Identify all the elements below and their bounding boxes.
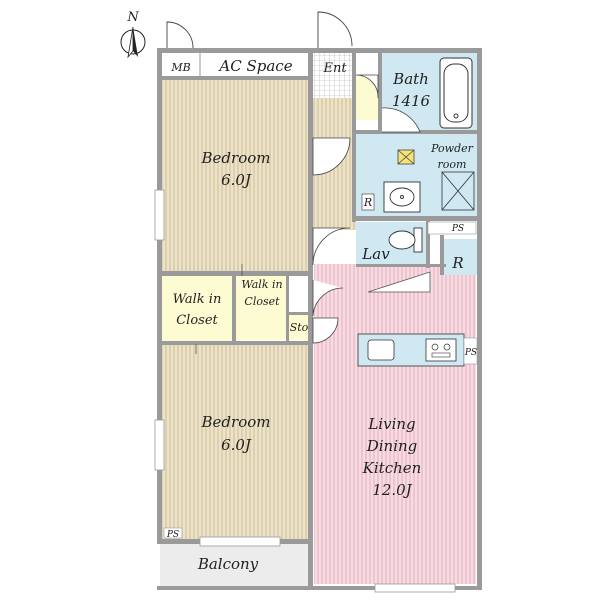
bedroom-1-floor: [162, 76, 308, 272]
compass-letter: N: [126, 10, 139, 25]
refrigerator-small-label: R: [363, 196, 372, 209]
ps-box-bottom: [163, 527, 183, 539]
sink-icon: [367, 339, 395, 361]
ldk-size: 12.0J: [372, 481, 412, 499]
misc-marks: [195, 264, 431, 354]
ceiling-vent-icon: [397, 149, 415, 165]
ps-top-label: PS: [451, 224, 464, 234]
entrance-floor: [312, 52, 356, 98]
ac-space-label: AC Space: [217, 57, 292, 75]
small-fridge-marker: [361, 193, 375, 211]
bedroom-1-label: Bedroom: [201, 149, 271, 167]
bedroom-2-floor: [162, 344, 308, 540]
balcony-floor: [160, 544, 308, 586]
ldk-label-line3: Kitchen: [362, 459, 422, 477]
toilet-icon: [388, 227, 423, 253]
shoe-closet-floor: [356, 76, 378, 120]
walk-in-closet-left-floor: [162, 276, 232, 342]
powder-room-label-line2: room: [438, 158, 467, 171]
bath-size-label: 1416: [392, 92, 431, 110]
ldk-floor: [314, 264, 476, 584]
ldk-label-line2: Dining: [366, 437, 418, 455]
kitchen-counter: [357, 333, 465, 367]
powder-room-label-line1: Powder: [430, 142, 474, 155]
ac-space-floor: [160, 52, 308, 76]
stove-icon: [425, 338, 457, 362]
ldk-label-line1: Living: [367, 415, 415, 433]
washing-machine-space-icon: [441, 171, 475, 211]
washbasin-icon: [383, 181, 421, 213]
bedroom-2-label: Bedroom: [201, 413, 271, 431]
mb-label: MB: [170, 61, 190, 74]
walk-in-closet-left-label-line2: Closet: [176, 313, 218, 328]
ps-box-top: [427, 221, 477, 235]
entry-door-icon: [166, 11, 353, 49]
bedroom-2-size: 6.0J: [221, 436, 252, 454]
balcony-label: Balcony: [197, 555, 259, 573]
bathtub-icon: [439, 57, 473, 129]
bath-label: Bath: [392, 70, 429, 88]
refrigerator-space-floor: [443, 239, 477, 275]
windows: [154, 189, 456, 593]
walk-in-closet-mid-label-line1: Walk in: [241, 278, 282, 291]
bedroom-1-size: 6.0J: [221, 171, 252, 189]
north-compass-icon: N: [120, 10, 146, 59]
entrance-label: Ent: [322, 61, 347, 76]
ps-right-label: PS: [464, 348, 477, 358]
walk-in-closet-mid-label-line2: Closet: [244, 295, 280, 308]
walk-in-closet-mid-floor: [236, 276, 286, 340]
storage-label: Sto: [290, 321, 309, 334]
refrigerator-label: R: [451, 254, 463, 272]
lavatory-label: Lav: [361, 245, 390, 263]
interior-door-swings: [312, 74, 421, 344]
walk-in-closet-left-label-line1: Walk in: [173, 292, 222, 307]
ps-box-right: [463, 337, 478, 365]
storage-floor: [288, 314, 310, 340]
ps-bottom-label: PS: [166, 530, 179, 540]
